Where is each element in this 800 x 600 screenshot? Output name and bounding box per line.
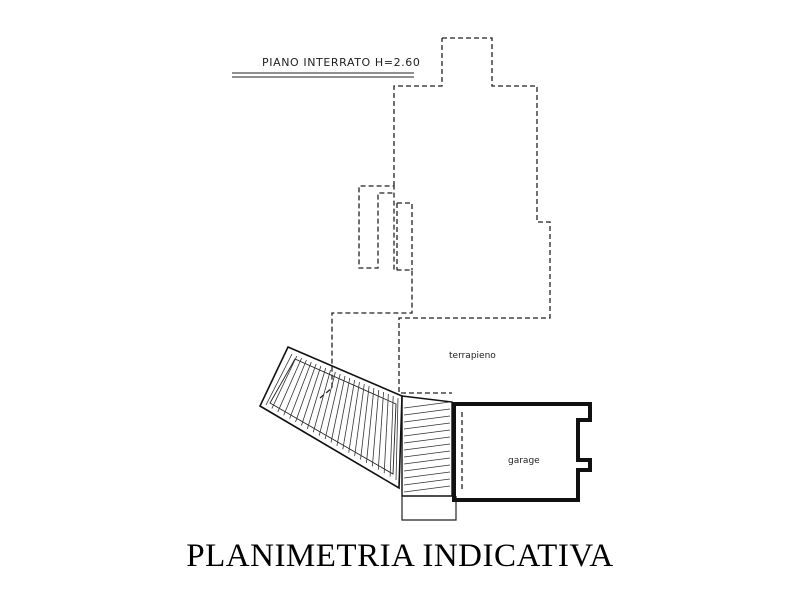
garage-walls [452,402,592,502]
stair-hatch-line [403,471,451,479]
ramp-hatch-line [377,391,384,470]
ramp-hatch-line [289,361,312,419]
ramp-hatch-line [342,379,356,450]
ramp-hatch-line [366,387,375,463]
ramp-hatch-line [348,381,360,453]
ramp-hatch-line [395,397,399,481]
ramp-hatch-line [324,373,341,440]
ramp-hatch-line [271,355,298,409]
ramp-hatch-line [336,377,351,446]
ramp-hatch-line [312,369,331,433]
stair-hatch-line [403,436,451,444]
side-niche-outline [396,202,413,270]
stair-hatch-line [403,450,451,458]
stair-hatch-line [403,401,451,409]
ramp-hatched [258,345,403,490]
stair-hatch-line [403,464,451,472]
stair-hatch-line [403,415,451,423]
stair-hatch-line [403,478,451,486]
ramp-hatch-line [306,367,327,429]
ramp-hatch-line [330,375,346,443]
ramp-hatch-line [265,353,293,406]
stair-hatch-line [403,429,451,437]
stair-hatch-line [403,485,451,493]
level-label: PIANO INTERRATO H=2.60 [262,56,421,69]
room-label-garage: garage [508,456,540,466]
upper-footprint-outline [319,37,551,399]
ramp-hatch-line [383,393,389,474]
ramp-hatch-line [283,359,307,416]
ramp-hatch-line [360,385,370,460]
stair-hatch-line [403,408,451,416]
corridor-outline [401,496,457,521]
ramp-hatch-line [389,395,394,477]
stair-hatch-line [403,457,451,465]
ramp-hatch-line [371,389,380,467]
room-label-terrapieno: terrapieno [449,351,496,361]
ramp-hatch-line [318,371,336,436]
stair-hatched [401,395,453,497]
page-title: PLANIMETRIA INDICATIVA [186,538,614,574]
ramp-hatch-line [277,357,303,412]
ramp-hatch-line [295,363,317,423]
ramp-hatch-line [354,383,365,457]
stair-hatch-line [403,443,451,451]
ramp-hatch-line [301,365,322,426]
stair-hatch-line [403,422,451,430]
